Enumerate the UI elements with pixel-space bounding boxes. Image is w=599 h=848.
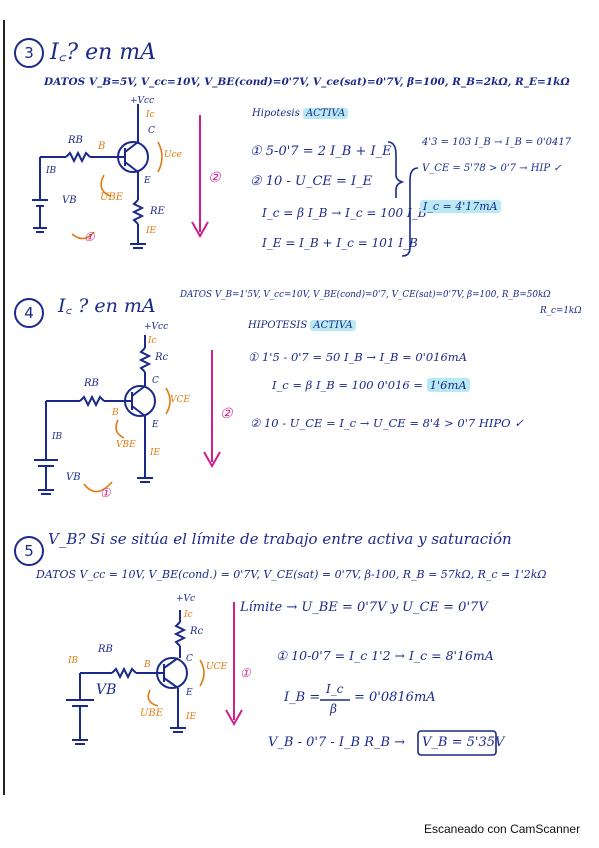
p4-c-label: C [152,376,159,386]
p5-eq2-lhs: I_B = [284,690,321,705]
p4-hypothesis: HIPOTESIS ACTIVA [248,320,356,331]
p3-rb-label: RB [68,135,83,146]
p5-rb-label: RB [98,644,113,655]
problem-4-datos2: R_c=1kΩ [540,306,582,316]
p4-loop2-label: ② [220,406,233,422]
p3-ic-label: Ic [146,110,155,120]
p3-hypothesis-highlight: ACTIVA [302,108,349,119]
p3-loop2-label: ② [208,170,221,186]
p4-eq2-highlight: 1'6mA [426,378,470,392]
p3-hypothesis: Hipotesis ACTIVA [252,108,349,119]
p5-ic-label: Ic [184,610,193,620]
p3-eq4: I_E = I_B + I_c = 101 I_B [262,236,418,250]
p5-c-label: C [186,654,193,664]
p5-ube-label: UBE [140,708,164,719]
circuit-3 [32,104,149,249]
p3-eq2: ② 10 - U_CE = I_E [250,174,373,189]
p5-ib-label: IB [68,656,79,666]
p4-eq1: ① 1'5 - 0'7 = 50 I_B → I_B = 0'016mA [248,350,468,364]
p3-eq1: ① 5-0'7 = 2 I_B + I_E [250,144,392,159]
scanner-watermark: Escaneado con CamScanner [424,822,581,836]
p5-vc-label: +Vc [176,594,196,604]
p5-eq3: V_B - 0'7 - I_B R_B → [268,735,406,750]
p3-eq3: I_c = β I_B → I_c = 100 I_B [262,206,427,220]
p4-ic-label: Ic [148,336,157,346]
p5-rc-label: Rc [190,626,204,637]
p5-limit: Límite → U_BE = 0'7V y U_CE = 0'7V [240,600,488,615]
problem-5-number: 5 [14,536,44,566]
p4-rc-label: Rc [155,352,169,363]
p4-vce-label: VCE [170,395,190,405]
p3-vcc-label: +Vcc [130,96,155,106]
p4-ib-label: IB [52,432,63,442]
p3-uce-label: Uce [164,150,182,160]
p3-ib-label: IB [46,166,57,176]
p5-eq1: ① 10-0'7 = I_c 1'2 → I_c = 8'16mA [276,648,494,663]
p3-r1: 4'3 = 103 I_B → I_B = 0'0417 [422,137,572,148]
p5-ie-label: IE [186,712,197,722]
p4-eq2-text: I_c = β I_B = 100 0'016 = [272,378,423,392]
p3-e-label: E [144,176,151,186]
p4-vb-label: VB [66,472,81,483]
p3-re-label: RE [150,206,165,217]
circuit-4 [34,335,156,495]
p5-loop1-label: ① [240,666,251,680]
p3-c-label: C [148,126,155,136]
p4-vcc-label: +Vcc [144,322,169,332]
p4-ie-label: IE [150,448,161,458]
p3-ie-label: IE [146,226,157,236]
p3-hypothesis-text: Hipotesis [252,108,300,119]
p4-rb-label: RB [84,378,99,389]
p5-eq2-den: β [330,702,337,716]
problem-5-datos: DATOS V_cc = 10V, V_BE(cond.) = 0'7V, V_… [36,568,547,581]
p3-result: I_c = 4'17mA [420,200,501,213]
p4-hypothesis-text: HIPOTESIS [248,320,308,331]
circuit-5 [66,610,188,745]
problem-4-title: I꜀ ? en mA [58,295,156,317]
p5-eq3-result: V_B = 5'35V [422,735,505,750]
p3-b-label: B [98,141,106,152]
problem-3-number: 3 [14,38,44,68]
problem-3-datos: DATOS V_B=5V, V_cc=10V, V_BE(cond)=0'7V,… [44,76,570,88]
p4-b-label: B [112,408,119,418]
p3-ube-label: UBE [100,192,124,203]
p5-eq2-rhs: = 0'0816mA [354,690,436,705]
p4-hypothesis-highlight: ACTIVA [310,320,356,331]
problem-4-number: 4 [14,298,44,328]
p4-vbe-label: VBE [116,440,136,450]
p5-vb-label: VB [96,682,117,698]
p3-loop1-label: ① [84,230,95,244]
p4-eq3: ② 10 - U_CE = I_c → U_CE = 8'4 > 0'7 HIP… [250,416,524,430]
p4-loop1-label: ① [100,486,111,500]
p3-vb-label: VB [62,195,77,206]
p5-uce-label: UCE [206,662,228,672]
p5-eq2-num: I_c [326,682,344,696]
p5-e-label: E [186,688,193,698]
p5-b-label: B [144,660,151,670]
problem-5-title: V_B? Si se sitúa el límite de trabajo en… [48,530,512,548]
p3-r2: V_CE = 5'78 > 0'7 → HIP ✓ [422,163,562,174]
problem-3-title: I꜀? en mA [50,40,157,65]
problem-4-datos: DATOS V_B=1'5V, V_cc=10V, V_BE(cond)=0'7… [180,290,551,300]
p4-eq2: I_c = β I_B = 100 0'016 = 1'6mA [272,378,470,392]
p4-e-label: E [152,420,159,430]
